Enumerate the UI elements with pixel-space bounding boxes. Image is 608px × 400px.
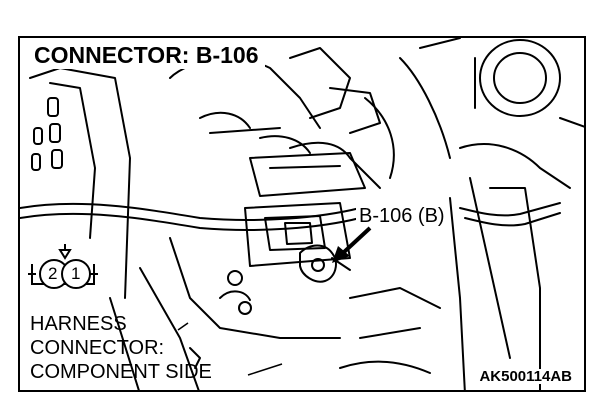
- harness-note-line-2: CONNECTOR:: [30, 337, 165, 359]
- connector-title: CONNECTOR: B-106: [32, 44, 265, 69]
- figure-code: AK500114AB: [477, 368, 574, 385]
- harness-note-line-3: COMPONENT SIDE: [30, 361, 212, 383]
- harness-note-line-1: HARNESS: [30, 313, 127, 335]
- diagram-frame: CONNECTOR: B-106 B-106 (B) 2 1 HARNESS C…: [18, 36, 586, 392]
- pin-label-2: 2: [48, 264, 58, 283]
- connector-pin-diagram-icon: [28, 244, 98, 289]
- pin-label-1: 1: [71, 264, 81, 283]
- engine-bay-illustration: [20, 38, 584, 390]
- connector-callout-label: B-106 (B): [356, 206, 448, 226]
- callout-arrow-icon: [332, 226, 372, 263]
